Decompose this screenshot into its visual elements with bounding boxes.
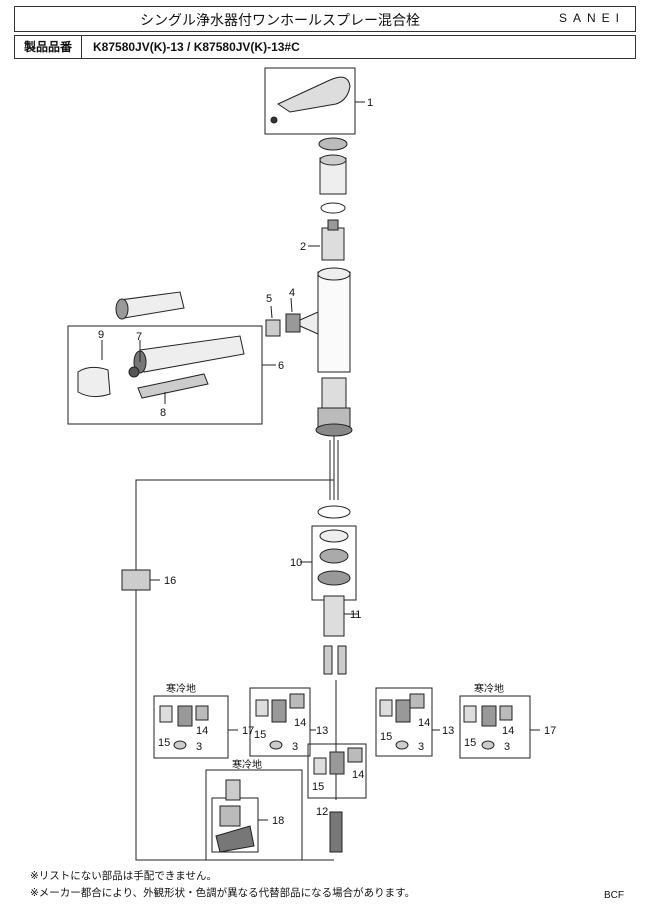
part-label-14b: 14 <box>294 717 306 729</box>
part-label-7: 7 <box>136 331 142 343</box>
part-label-3a: 3 <box>196 741 202 753</box>
part-label-15c: 15 <box>380 731 392 743</box>
part-label-17b: 17 <box>544 725 556 737</box>
part-label-3d: 3 <box>504 741 510 753</box>
note-unlisted-parts: ※リストにない部品は手配できません。 <box>30 870 217 882</box>
part-label-6: 6 <box>278 360 284 372</box>
cold-region-label-left: 寒冷地 <box>166 682 196 695</box>
note-substitute-parts: ※メーカー都合により、外観形状・色調が異なる代替部品になる場合があります。 <box>30 887 416 899</box>
valve-set-box-left <box>249 687 311 757</box>
part-label-13b: 13 <box>442 725 454 737</box>
handle-lever <box>276 76 351 113</box>
hose-guide <box>121 569 151 591</box>
part-label-12: 12 <box>316 806 328 818</box>
part-label-14a: 14 <box>196 725 208 737</box>
cold-region-box-left <box>153 695 229 759</box>
packing <box>265 319 281 337</box>
cold-region-label-18: 寒冷地 <box>232 758 262 771</box>
part-label-4: 4 <box>289 287 295 299</box>
part-label-8: 8 <box>160 407 166 419</box>
part-label-17a: 17 <box>242 725 254 737</box>
spray-hose <box>135 479 334 861</box>
part-label-3b: 3 <box>292 741 298 753</box>
part-label-18: 18 <box>272 815 284 827</box>
part-label-15b: 15 <box>254 729 266 741</box>
part-label-5: 5 <box>266 293 272 305</box>
part-label-11: 11 <box>350 609 361 621</box>
cold-region-label-right: 寒冷地 <box>474 682 504 695</box>
part-label-2: 2 <box>300 241 306 253</box>
model-number: K87580JV(K)-13 / K87580JV(K)-13#C <box>93 40 300 54</box>
title-bar: シングル浄水器付ワンホールスプレー混合栓 SANEI <box>14 6 636 32</box>
handle-screw <box>270 116 278 124</box>
valve-set-box-center <box>307 743 367 799</box>
part-label-15d: 15 <box>464 737 476 749</box>
part-label-14c: 14 <box>418 717 430 729</box>
part-label-3c: 3 <box>418 741 424 753</box>
part-label-9: 9 <box>98 329 104 341</box>
filter-unit-box <box>67 325 263 425</box>
document-code: BCF <box>604 890 624 901</box>
part-label-15e: 15 <box>312 781 324 793</box>
page-title: シングル浄水器付ワンホールスプレー混合栓 <box>140 13 420 29</box>
model-label: 製品品番 <box>15 36 82 58</box>
ring <box>320 202 346 214</box>
part-label-14d: 14 <box>502 725 514 737</box>
part-label-14e: 14 <box>352 769 364 781</box>
cartridge <box>321 227 345 261</box>
cold-region-box-right <box>459 695 531 759</box>
model-bar: 製品品番 K87580JV(K)-13 / K87580JV(K)-13#C <box>14 35 636 59</box>
faucet-body <box>317 271 351 373</box>
supply-hose <box>329 811 343 853</box>
part-label-16: 16 <box>164 575 176 587</box>
part-label-10: 10 <box>290 557 302 569</box>
spout-base <box>321 377 347 409</box>
part-label-15a: 15 <box>158 737 170 749</box>
brand-logo: SANEI <box>558 11 625 25</box>
fixing-nut <box>323 595 345 637</box>
part-label-13a: 13 <box>316 725 328 737</box>
handle-box <box>264 67 356 135</box>
adapter <box>285 313 301 333</box>
cold-region-box-18 <box>205 769 303 861</box>
cap <box>318 137 348 151</box>
valve-set-box-right <box>375 687 433 757</box>
filter-cartridge-spare <box>119 291 185 319</box>
part-label-1: 1 <box>367 97 373 109</box>
